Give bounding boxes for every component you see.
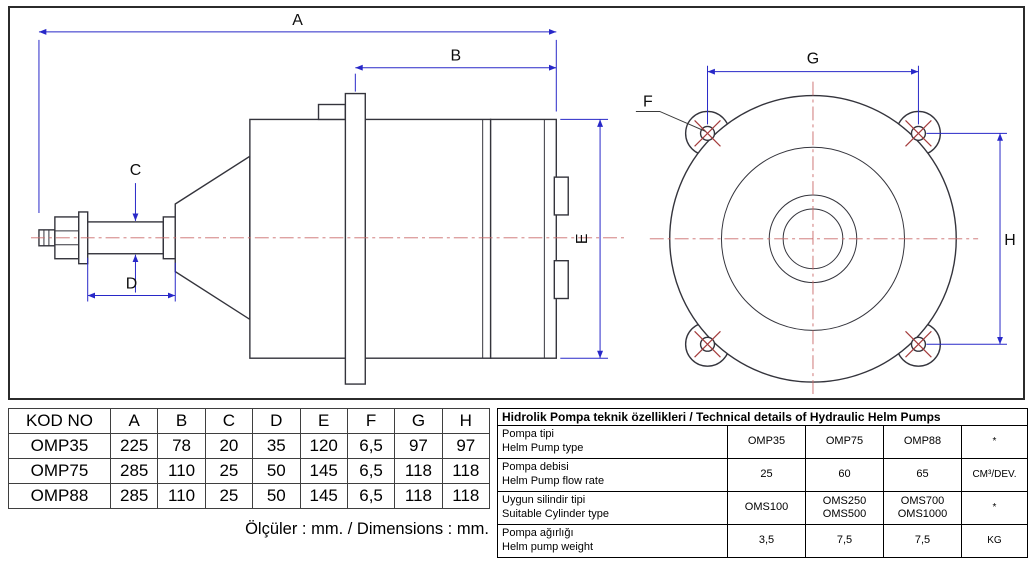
- dim-value-cell: 118: [394, 458, 443, 484]
- spec-value-cell: 25: [727, 458, 806, 492]
- dimension-lines: [38, 28, 1007, 359]
- dim-value-cell: 110: [157, 458, 206, 484]
- dim-value-cell: 97: [441, 433, 491, 459]
- dim-header-cell: C: [204, 408, 254, 434]
- spec-value-cell: 7,5: [805, 524, 884, 558]
- pump-drawing-svg: A B C D E F G H: [30, 12, 1016, 397]
- spec-value-cell: OMP75: [805, 425, 884, 459]
- spec-value-cell: OMP88: [883, 425, 962, 459]
- dim-value-cell: 25: [204, 458, 254, 484]
- spec-value-cell: 60: [805, 458, 884, 492]
- dim-value-cell: 6,5: [346, 483, 396, 509]
- dim-code-cell: OMP75: [8, 458, 111, 484]
- dim-label-d: D: [126, 276, 138, 293]
- spec-label-en: Helm Pump type: [502, 442, 584, 454]
- spec-label-en: Helm pump weight: [502, 541, 594, 553]
- spec-unit-cell: KG: [961, 524, 1028, 558]
- dim-code-cell: OMP88: [8, 483, 111, 509]
- spec-label-tr: Pompa tipi: [502, 428, 554, 441]
- dim-label-g: G: [807, 51, 819, 68]
- dim-value-cell: 145: [299, 458, 348, 484]
- dim-value-cell: 78: [157, 433, 206, 459]
- spec-value-cell: OMS100: [727, 491, 806, 525]
- spec-unit-cell: CM³/DEV.: [961, 458, 1028, 492]
- dim-value-cell: 35: [252, 433, 301, 459]
- dim-value-cell: 120: [299, 433, 348, 459]
- dim-header-cell: E: [299, 408, 348, 434]
- dim-value-cell: 225: [109, 433, 159, 459]
- dim-header-cell: F: [346, 408, 396, 434]
- dim-value-cell: 50: [252, 458, 301, 484]
- dimension-labels: A B C D E F G H: [126, 12, 1016, 293]
- spec-label-en: Suitable Cylinder type: [502, 508, 610, 520]
- bolt-hole-marks: [694, 120, 932, 358]
- spec-table-title: Hidrolik Pompa teknik özellikleri / Tech…: [497, 408, 1028, 426]
- spec-value-cell: 7,5: [883, 524, 962, 558]
- dim-value-cell: 118: [441, 458, 491, 484]
- spec-table: Hidrolik Pompa teknik özellikleri / Tech…: [497, 408, 1028, 558]
- dim-header-cell: B: [157, 408, 206, 434]
- spec-label-tr: Uygun silindir tipi: [502, 494, 586, 507]
- dim-label-a: A: [292, 12, 303, 29]
- spec-value-cell: 65: [883, 458, 962, 492]
- side-view: [38, 92, 569, 385]
- spec-label-tr: Pompa debisi: [502, 461, 569, 474]
- dim-label-b: B: [451, 48, 462, 65]
- dim-header-cell: D: [252, 408, 301, 434]
- spec-value-cell: OMP35: [727, 425, 806, 459]
- dim-value-cell: 285: [109, 458, 159, 484]
- dim-value-cell: 118: [394, 483, 443, 509]
- spec-value-cell: 3,5: [727, 524, 806, 558]
- spec-label-en: Helm Pump flow rate: [502, 475, 605, 487]
- dim-value-cell: 97: [394, 433, 443, 459]
- spec-unit-cell: *: [961, 425, 1028, 459]
- spec-value-cell: OMS700 OMS1000: [883, 491, 962, 525]
- dim-label-e: E: [574, 234, 591, 245]
- dim-header-cell: H: [441, 408, 491, 434]
- f-leader-line: [635, 110, 706, 132]
- dim-value-cell: 50: [252, 483, 301, 509]
- spec-unit-cell: *: [961, 491, 1028, 525]
- dim-label-f: F: [643, 93, 653, 110]
- units-caption: Ölçüler : mm. / Dimensions : mm.: [245, 520, 489, 538]
- dim-header-cell: G: [394, 408, 443, 434]
- spec-value-cell: OMS250 OMS500: [805, 491, 884, 525]
- dim-label-c: C: [130, 162, 142, 179]
- dim-code-cell: OMP35: [8, 433, 111, 459]
- dim-value-cell: 285: [109, 483, 159, 509]
- dim-value-cell: 145: [299, 483, 348, 509]
- dim-value-cell: 20: [204, 433, 254, 459]
- spec-label-tr: Pompa ağırlığı: [502, 527, 574, 540]
- dim-value-cell: 118: [441, 483, 491, 509]
- dim-value-cell: 110: [157, 483, 206, 509]
- centerlines: [30, 81, 979, 397]
- dim-value-cell: 6,5: [346, 458, 396, 484]
- technical-drawing: A B C D E F G H: [8, 6, 1025, 400]
- dim-value-cell: 25: [204, 483, 254, 509]
- dim-value-cell: 6,5: [346, 433, 396, 459]
- dim-header-cell: KOD NO: [8, 408, 111, 434]
- dim-label-h: H: [1004, 232, 1015, 249]
- dim-header-cell: A: [109, 408, 159, 434]
